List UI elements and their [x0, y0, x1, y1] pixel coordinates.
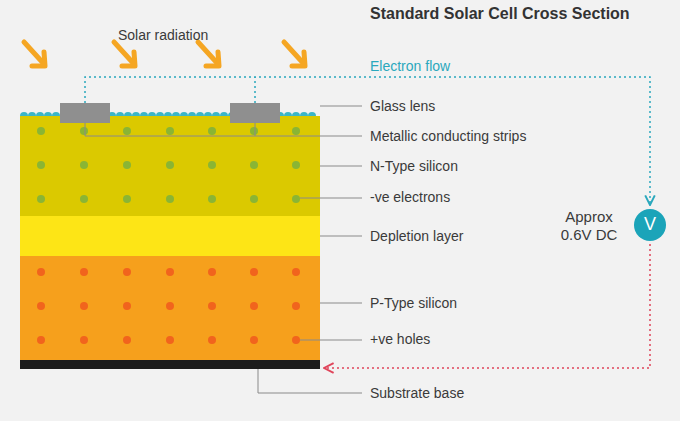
- lens-bump: [156, 112, 164, 116]
- voltmeter-symbol: V: [644, 215, 656, 235]
- electron-dot: [37, 127, 45, 135]
- substrate-base: [20, 360, 320, 369]
- lens-bump: [220, 112, 228, 116]
- lens-bump: [28, 112, 36, 116]
- hole-dot: [250, 268, 258, 276]
- electron-dot: [292, 161, 300, 169]
- voltmeter-circle: V: [634, 209, 666, 241]
- sun-ray-arrows: [24, 42, 305, 66]
- hole-dot: [292, 336, 300, 344]
- p-type-layer: [20, 256, 320, 360]
- electron-dot: [250, 127, 258, 135]
- electron-dot: [166, 161, 174, 169]
- lens-bump: [180, 112, 188, 116]
- lens-bump: [172, 112, 180, 116]
- electron-dot: [80, 161, 88, 169]
- electron-dot: [123, 127, 131, 135]
- hole-dot: [123, 268, 131, 276]
- part-label: Substrate base: [370, 385, 464, 402]
- leader-lines: [85, 106, 362, 393]
- conducting-strip: [60, 103, 110, 123]
- hole-dot: [123, 302, 131, 310]
- hole-dot: [166, 336, 174, 344]
- part-label: -ve electrons: [370, 189, 450, 206]
- electron-flow-wire: [85, 77, 650, 205]
- electron-dot: [123, 195, 131, 203]
- hole-dot: [80, 268, 88, 276]
- lens-bump: [300, 112, 308, 116]
- hole-dot: [208, 336, 216, 344]
- electron-dot: [80, 195, 88, 203]
- lens-bump: [20, 112, 28, 116]
- part-label: Depletion layer: [370, 228, 463, 245]
- hole-dot: [250, 302, 258, 310]
- electron-dot: [250, 161, 258, 169]
- part-label: P-Type silicon: [370, 295, 457, 312]
- part-label: Metallic conducting strips: [370, 128, 526, 145]
- lens-bump: [52, 112, 60, 116]
- electron-dot: [166, 127, 174, 135]
- lens-bump: [124, 112, 132, 116]
- lens-bump: [196, 112, 204, 116]
- depletion-layer: [20, 216, 320, 256]
- lens-bump: [308, 112, 316, 116]
- lens-bump: [148, 112, 156, 116]
- lens-bump: [116, 112, 124, 116]
- voltage-label: Approx 0.6V DC: [556, 208, 622, 244]
- lens-bump: [132, 112, 140, 116]
- lens-bump: [292, 112, 300, 116]
- electron-dot: [250, 195, 258, 203]
- part-label: +ve holes: [370, 331, 430, 348]
- hole-dot: [80, 336, 88, 344]
- lens-bump: [36, 112, 44, 116]
- hole-dot: [166, 268, 174, 276]
- hole-dot: [37, 268, 45, 276]
- lens-bump: [164, 112, 172, 116]
- diagram-title: Standard Solar Cell Cross Section: [370, 4, 630, 23]
- return-wire: [324, 244, 650, 368]
- electron-dot: [37, 195, 45, 203]
- part-label: Glass lens: [370, 98, 435, 115]
- hole-dot: [208, 268, 216, 276]
- flow-label: Electron flow: [370, 58, 450, 75]
- voltmeter-fill: [634, 209, 666, 241]
- hole-dot: [292, 268, 300, 276]
- electron-dot: [37, 161, 45, 169]
- electron-dot: [292, 195, 300, 203]
- electron-dot: [123, 161, 131, 169]
- electron-dot: [292, 127, 300, 135]
- lens-bump: [284, 112, 292, 116]
- hole-dot: [166, 302, 174, 310]
- lens-bump: [212, 112, 220, 116]
- hole-dot: [80, 302, 88, 310]
- lens-bump: [188, 112, 196, 116]
- n-type-layer: [20, 116, 320, 216]
- radiation-label: Solar radiation: [118, 27, 208, 44]
- part-label: N-Type silicon: [370, 158, 458, 175]
- lens-bump: [44, 112, 52, 116]
- electron-dot: [80, 127, 88, 135]
- electron-dot: [208, 127, 216, 135]
- lens-bump: [204, 112, 212, 116]
- hole-dot: [250, 336, 258, 344]
- hole-dot: [37, 336, 45, 344]
- hole-dot: [37, 302, 45, 310]
- electron-dot: [208, 195, 216, 203]
- hole-dot: [292, 302, 300, 310]
- hole-dot: [208, 302, 216, 310]
- electron-dot: [208, 161, 216, 169]
- hole-dot: [123, 336, 131, 344]
- charge-dots: [37, 127, 300, 344]
- electron-flow-wire: [254, 77, 256, 103]
- conducting-strip: [230, 103, 280, 123]
- electron-dot: [166, 195, 174, 203]
- lens-bump: [140, 112, 148, 116]
